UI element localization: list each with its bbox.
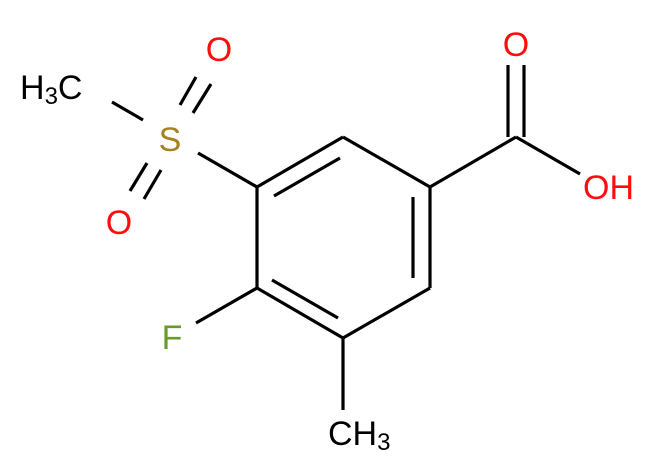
- s-o-bottom-bond-a: [128, 162, 149, 192]
- methyl-sulfur-bond: [111, 100, 144, 122]
- ring-bond-4-inner: [271, 278, 339, 320]
- oxygen-sulfonyl-bottom-label: O: [106, 204, 132, 242]
- oxygen-carbonyl-label: O: [503, 26, 529, 64]
- ring-carboxyl-bond: [429, 135, 517, 189]
- atom-labels: H3C S O O O OH F CH3: [20, 26, 634, 456]
- ring-bond-3: [342, 286, 431, 340]
- s-o-bottom-bond-b: [142, 169, 163, 200]
- oxygen-sulfonyl-top-label: O: [206, 31, 232, 69]
- ring-bond-6: [256, 135, 344, 189]
- ring-fluorine-bond: [195, 286, 258, 325]
- s-o-top-bond-a: [178, 76, 198, 106]
- ring-bond-4: [256, 286, 344, 340]
- bonds: [111, 65, 581, 410]
- fluorine-label: F: [162, 319, 183, 357]
- ring-sulfur-bond: [197, 151, 258, 189]
- hydroxyl-bond: [515, 135, 581, 176]
- ring-bond-6-inner: [273, 156, 341, 198]
- methyl-ring-label: CH3: [328, 415, 390, 456]
- ring-bond-1: [342, 135, 431, 189]
- hydroxyl-label: OH: [583, 169, 634, 207]
- s-o-top-bond-b: [191, 83, 213, 114]
- methyl-sulfonyl-label: H3C: [20, 69, 82, 110]
- sulfur-label: S: [159, 121, 182, 159]
